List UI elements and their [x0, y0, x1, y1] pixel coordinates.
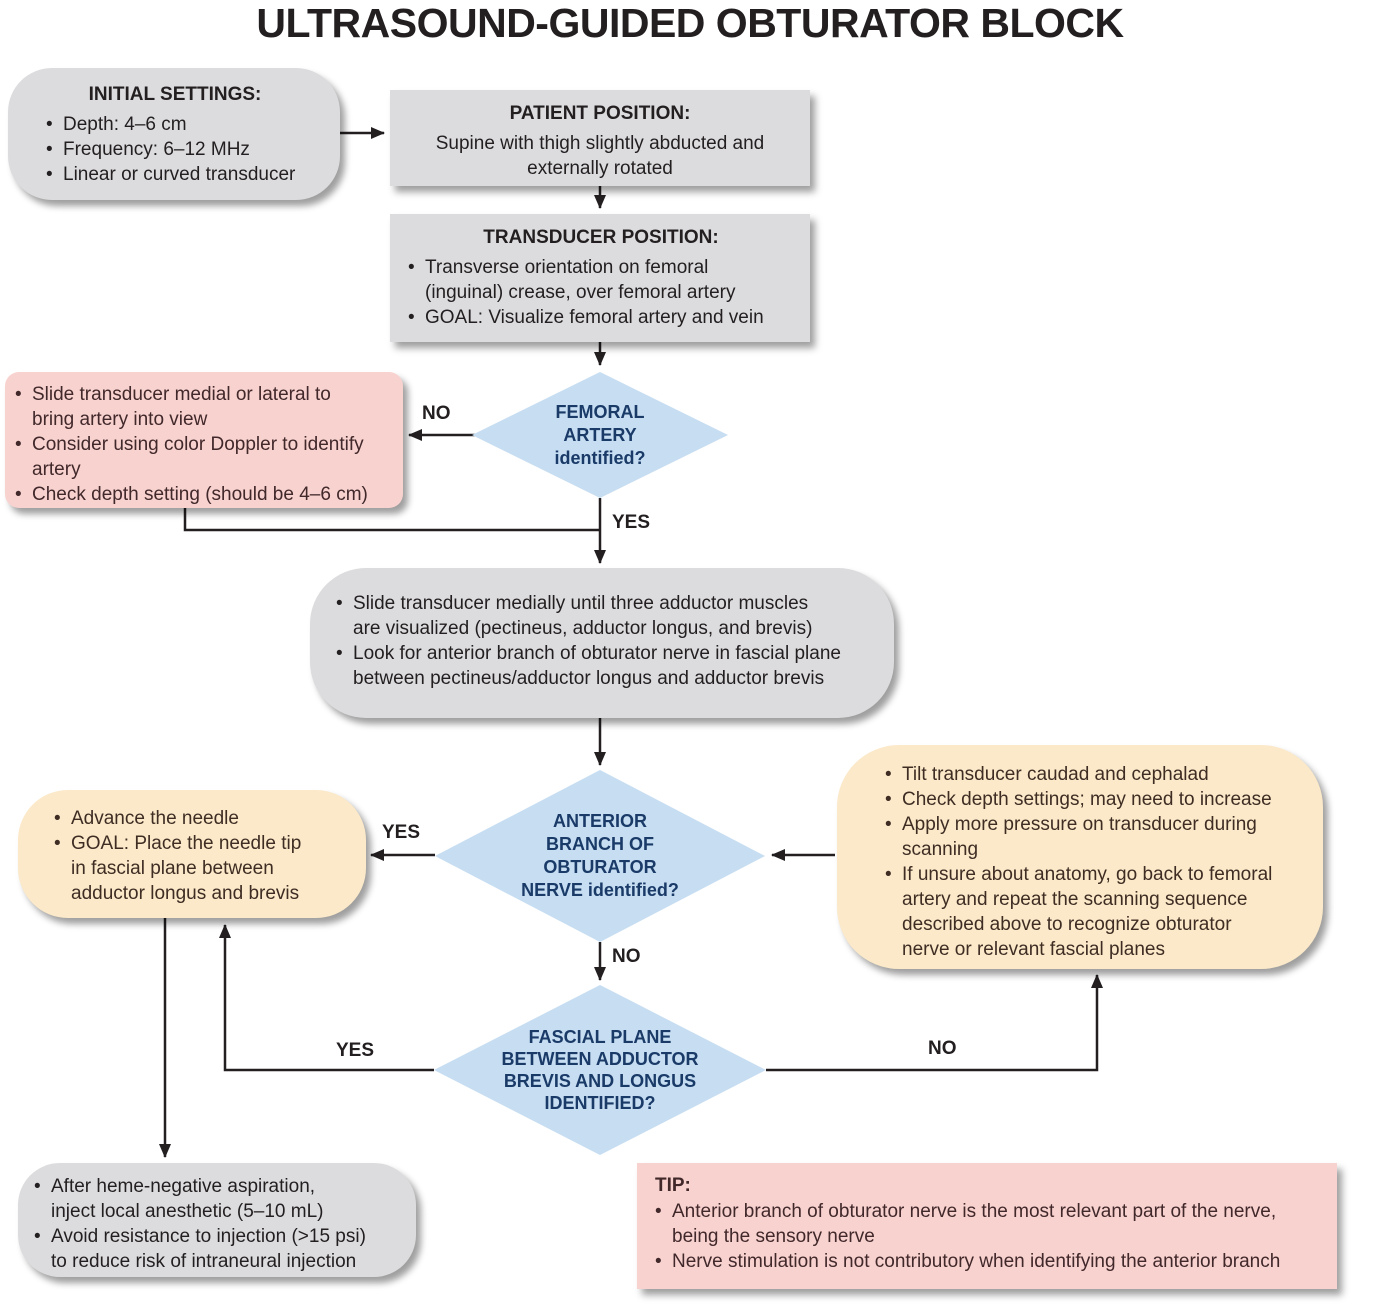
- initial-settings-bullet: Frequency: 6–12 MHz: [46, 137, 330, 162]
- initial-settings-bullet: Depth: 4–6 cm: [46, 112, 330, 137]
- decision-line: IDENTIFIED?: [544, 1093, 656, 1113]
- connector-fascial-no: [766, 974, 1103, 1072]
- initial-settings-bullet: Linear or curved transducer: [46, 162, 330, 187]
- transducer-position-bullet: GOAL: Visualize femoral artery and vein: [408, 305, 798, 330]
- decision-line: ANTERIOR: [553, 811, 647, 831]
- transducer-position-box: TRANSDUCER POSITION: Transverse orientat…: [390, 214, 810, 342]
- initial-settings-box: INITIAL SETTINGS: Depth: 4–6 cm Frequenc…: [8, 68, 340, 200]
- initial-settings-heading: INITIAL SETTINGS:: [88, 84, 262, 105]
- nerve-troubleshoot-bullet: Check depth settings; may need to increa…: [885, 787, 1309, 812]
- nerve-troubleshoot-bullet: Tilt transducer caudad and cephalad: [885, 762, 1309, 787]
- decision-line: BRANCH OF: [546, 834, 654, 854]
- scan-adductors-box: Slide transducer medially until three ad…: [310, 568, 894, 718]
- transducer-position-heading: TRANSDUCER POSITION:: [483, 227, 719, 248]
- connector-troubleshoot-return: [183, 507, 600, 532]
- injection-bullet: After heme-negative aspiration, inject l…: [34, 1174, 406, 1224]
- tip-box: TIP: Anterior branch of obturator nerve …: [637, 1163, 1337, 1289]
- patient-position-heading: PATIENT POSITION:: [509, 103, 691, 124]
- decision-line: NERVE identified?: [521, 880, 679, 900]
- edge-label-femoral-yes: YES: [612, 512, 651, 533]
- tip-bullet: Anterior branch of obturator nerve is th…: [655, 1199, 1323, 1249]
- nerve-troubleshoot-box: Tilt transducer caudad and cephalad Chec…: [837, 745, 1323, 969]
- scan-adductors-bullet: Look for anterior branch of obturator ne…: [336, 641, 884, 691]
- advance-needle-box: Advance the needle GOAL: Place the needl…: [18, 790, 366, 918]
- scan-adductors-bullet: Slide transducer medially until three ad…: [336, 591, 884, 641]
- page-title: ULTRASOUND-GUIDED OBTURATOR BLOCK: [256, 0, 1124, 46]
- nerve-troubleshoot-bullet: Apply more pressure on transducer during…: [885, 812, 1309, 862]
- connector-fascial-yes: [219, 924, 434, 1072]
- patient-position-text: Supine with thigh slightly abducted and …: [435, 133, 765, 179]
- advance-needle-bullet: GOAL: Place the needle tip in fascial pl…: [54, 831, 352, 906]
- decision-line: BREVIS AND LONGUS: [503, 1071, 697, 1091]
- transducer-position-bullet: Transverse orientation on femoral (ingui…: [408, 255, 798, 305]
- decision-line: FASCIAL PLANE: [528, 1027, 672, 1047]
- tip-bullet: Nerve stimulation is not contributory wh…: [655, 1249, 1323, 1274]
- edge-label-fascial-yes: YES: [336, 1040, 375, 1061]
- edge-label-fascial-no: NO: [928, 1038, 957, 1059]
- injection-bullet: Avoid resistance to injection (>15 psi) …: [34, 1224, 406, 1274]
- edge-label-femoral-no: NO: [422, 403, 451, 424]
- decision-line: OBTURATOR: [543, 857, 657, 877]
- edge-label-anterior-no: NO: [612, 946, 641, 967]
- artery-troubleshoot-bullet: Check depth setting (should be 4–6 cm): [15, 482, 397, 507]
- tip-heading: TIP:: [655, 1175, 691, 1196]
- edge-label-anterior-yes: YES: [382, 822, 421, 843]
- artery-troubleshoot-bullet: Slide transducer medial or lateral to br…: [15, 382, 397, 432]
- injection-box: After heme-negative aspiration, inject l…: [18, 1163, 416, 1277]
- artery-troubleshoot-box: Slide transducer medial or lateral to br…: [5, 372, 403, 508]
- artery-troubleshoot-bullet: Consider using color Doppler to identify…: [15, 432, 397, 482]
- decision-line: ARTERY: [563, 424, 637, 445]
- patient-position-box: PATIENT POSITION: Supine with thigh slig…: [390, 90, 810, 186]
- decision-line: FEMORAL: [555, 401, 645, 422]
- advance-needle-bullet: Advance the needle: [54, 806, 352, 831]
- decision-line: BETWEEN ADDUCTOR: [501, 1049, 699, 1069]
- decision-line: identified?: [554, 447, 646, 468]
- nerve-troubleshoot-bullet: If unsure about anatomy, go back to femo…: [885, 862, 1309, 962]
